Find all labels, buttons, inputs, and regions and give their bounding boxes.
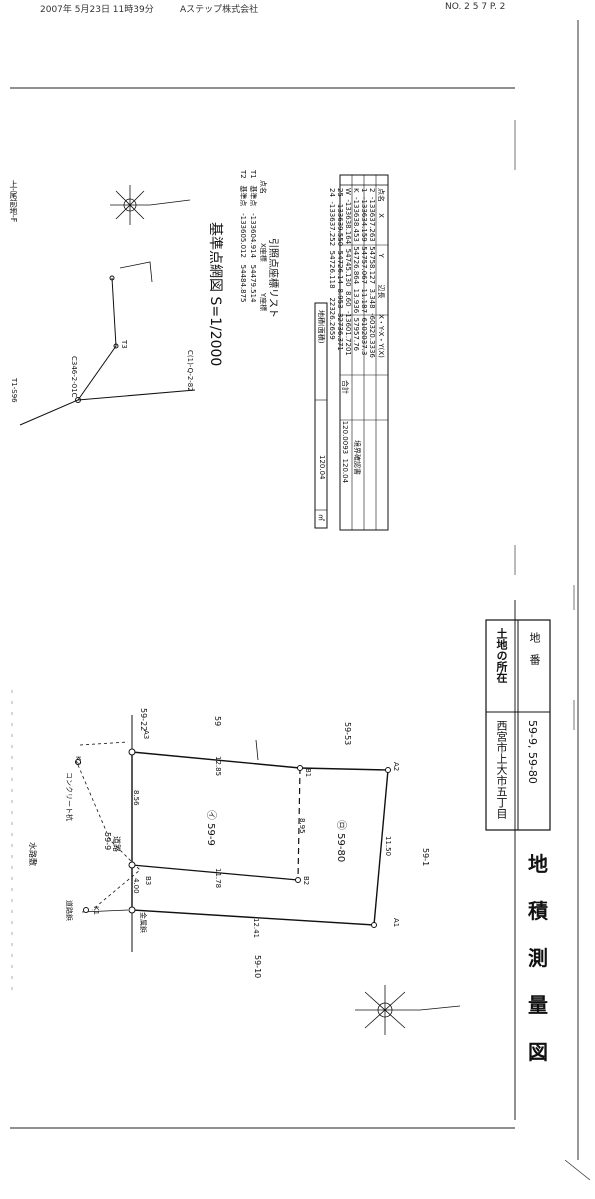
distance-label: 12.85 bbox=[214, 756, 222, 777]
distance-label: 4.00 bbox=[132, 878, 140, 894]
distance-label: 8.95 bbox=[298, 818, 306, 834]
point-label: K2 bbox=[74, 756, 82, 766]
road-label: 道路 bbox=[112, 836, 121, 852]
point-label: A3 bbox=[142, 730, 150, 740]
fax-header: 2007年 5月23日 11時39分 Aステップ株式会社 NO. 2 5 7 P… bbox=[40, 2, 580, 16]
title-char: 地 bbox=[528, 852, 548, 876]
ref-map-side-label: 上-尾前地-F bbox=[9, 180, 18, 223]
parcel-label: 59-10 bbox=[253, 955, 262, 979]
point-label: A2 bbox=[392, 762, 400, 772]
title-char: 図 bbox=[528, 1040, 548, 1064]
location-value: 西宮市上大市五丁目 bbox=[495, 720, 508, 819]
marker-label: 金属鋲 bbox=[139, 912, 147, 933]
distance-label: 12.41 bbox=[252, 918, 260, 939]
marker-label: コンクリート杭 bbox=[65, 772, 73, 821]
point-label: B3 bbox=[144, 876, 152, 886]
parcel-label: 59-22 bbox=[139, 708, 148, 732]
parcel-mark: ㋑ 59-9 bbox=[205, 810, 216, 846]
fax-page: NO. 2 5 7 P. 2 bbox=[445, 2, 506, 12]
title-char: 測 bbox=[528, 946, 548, 970]
point-label: B2 bbox=[302, 876, 310, 886]
compass-rose-icon bbox=[355, 985, 461, 1035]
lot-number-label: 地 番 bbox=[528, 632, 541, 665]
title-char: 量 bbox=[528, 993, 548, 1017]
fax-sender: Aステップ株式会社 bbox=[180, 5, 259, 15]
point-label: B1 bbox=[304, 768, 312, 778]
point-label: A1 bbox=[392, 918, 400, 928]
parcel-label: 59-1 bbox=[421, 848, 430, 867]
parcel-mark: ㋺ 59-80 bbox=[335, 820, 346, 863]
north-arrow-icon bbox=[110, 185, 191, 225]
distance-label: 8.56 bbox=[132, 790, 140, 806]
marker-label: 道路鋲 bbox=[65, 900, 73, 921]
title-char: 積 bbox=[528, 899, 548, 923]
location-label: 土地の所在 bbox=[495, 628, 508, 683]
distance-label: 11.78 bbox=[214, 868, 222, 889]
lot-number-value: 59-9, 59-80 bbox=[526, 720, 539, 784]
document-title: 地 積 測 量 図 bbox=[528, 848, 552, 1065]
distance-label: 11.50 bbox=[384, 836, 392, 857]
street-label: 水路敷 bbox=[28, 842, 37, 866]
fax-datetime: 2007年 5月23日 11時39分 bbox=[40, 5, 154, 15]
parcel-label: 59 bbox=[213, 716, 222, 727]
parcel-label: 59-53 bbox=[343, 722, 352, 746]
point-label: K1 bbox=[92, 906, 100, 916]
